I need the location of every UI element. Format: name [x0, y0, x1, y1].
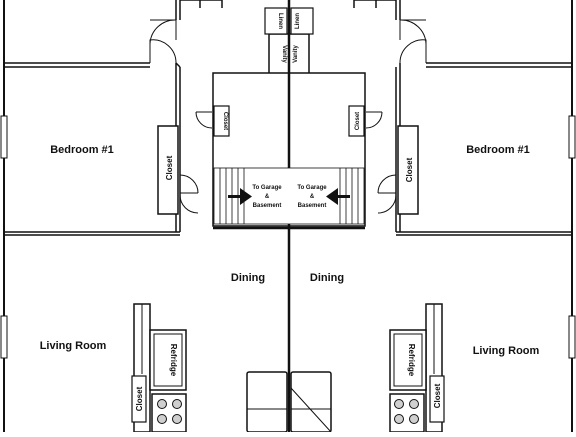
- bedroom-closet-right-label: Closet: [405, 157, 414, 182]
- windows: [0, 115, 576, 359]
- living-left-label: Living Room: [40, 340, 107, 352]
- refridge-left-label: Refridge: [169, 344, 178, 377]
- bottom-cabinets: [246, 371, 332, 433]
- stair-label-right: To Garage & Basement: [297, 185, 327, 209]
- kitchen-closet-right-label: Closet: [433, 383, 442, 408]
- stair-right-line1: To Garage: [297, 185, 327, 191]
- linen-closet-left: Linen: [264, 7, 288, 35]
- kitchen-closet-left-label: Closet: [135, 386, 144, 411]
- linen-right-label: Linen: [295, 13, 301, 29]
- refridge-right-label: Refridge: [407, 344, 416, 377]
- stair-door-swings: [179, 174, 397, 214]
- door-swings-top: [149, 19, 427, 64]
- living-right-label: Living Room: [473, 345, 540, 357]
- interior-walls-left: [4, 0, 223, 236]
- vanity-left-label: Vanity: [281, 45, 287, 63]
- dining-right-label: Dining: [310, 272, 344, 284]
- hall-closet-right: Closet: [348, 105, 383, 137]
- stair-arrow-left: [228, 188, 252, 205]
- stair-left-line3: Basement: [253, 203, 282, 209]
- bedroom-left-label: Bedroom #1: [50, 144, 114, 156]
- kitchen-left: [131, 303, 187, 433]
- stair-right-line3: Basement: [298, 203, 327, 209]
- bedroom-right-label: Bedroom #1: [466, 144, 530, 156]
- stair-right-line2: &: [310, 194, 315, 200]
- hall-closet-left: Closet: [195, 105, 230, 137]
- bedroom-closet-right: Closet: [397, 125, 419, 215]
- interior-walls-right: [353, 0, 572, 236]
- kitchen-right: [389, 303, 445, 433]
- hall-closet-left-label: Closet: [222, 112, 228, 130]
- stair-left-line1: To Garage: [252, 185, 282, 191]
- linen-closet-right: Linen: [290, 7, 314, 35]
- bedroom-closet-left: Closet: [157, 125, 179, 215]
- hall-closet-right-label: Closet: [355, 112, 361, 130]
- stair-arrow-right: [326, 188, 350, 205]
- stair-label-left: To Garage & Basement: [252, 185, 282, 209]
- bedroom-closet-left-label: Closet: [165, 155, 174, 180]
- stair-left-line2: &: [265, 194, 270, 200]
- vanity-right-label: Vanity: [293, 45, 299, 63]
- dining-left-label: Dining: [231, 272, 265, 284]
- linen-left-label: Linen: [277, 13, 283, 29]
